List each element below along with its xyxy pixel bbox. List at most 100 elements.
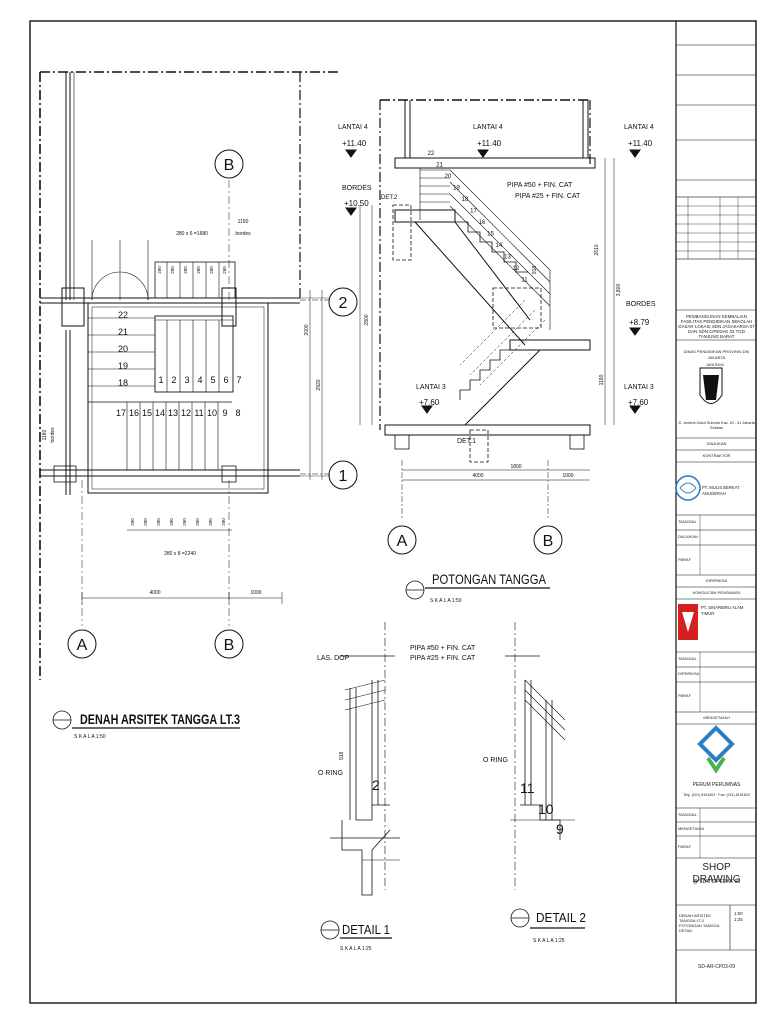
plan-step-lower-3: 14 — [155, 408, 165, 418]
tb-paraf-1: PARAF — [678, 557, 692, 562]
detail1-step: 2 — [372, 777, 380, 793]
plan-tread-top-2: 280 — [183, 266, 188, 274]
level-lantai4-left: LANTAI 4 — [338, 124, 368, 131]
tb-paraf-2: PARAF — [678, 693, 692, 698]
grid-bubble-b-top — [214, 149, 244, 179]
stair-plan — [39, 71, 358, 730]
detail2-step-9: 9 — [556, 821, 564, 837]
title-block — [675, 44, 757, 951]
section-step-6: 16 — [479, 220, 486, 226]
plan-step-upper-4: 5 — [210, 375, 215, 385]
plan-scale: S K A L A 1:50 — [74, 734, 106, 740]
plan-step-upper-6: 7 — [236, 375, 241, 385]
plan-dim-top-steps: 280 x 6 =1680 — [176, 231, 208, 237]
tb-label-diperiksa: DIPERIKSA — [705, 578, 728, 583]
tb-owner-addr: Jl. Jendral Gatot Subroto Kav. 40 - 41 J… — [678, 421, 755, 430]
level-bordes-upper: BORDES — [342, 185, 372, 192]
plan-tread-bottom-1: 280 — [143, 518, 148, 526]
sheet-border — [29, 20, 757, 1004]
section-step-5: 17 — [470, 209, 477, 215]
detail1-o-ring: O RING — [318, 770, 343, 777]
detail1-dim: 918 — [339, 751, 345, 760]
details-pipe-25: PIPA #25 + FIN. CAT — [410, 655, 476, 662]
plan-tread-top-3: 280 — [196, 266, 201, 274]
grid-bubble-a — [67, 629, 97, 659]
tb-label-konsultan: KONSULTAN PENGAWAS — [692, 590, 741, 595]
tb-perum: PERUM PERUMNAS — [692, 782, 741, 788]
section-step-8: 14 — [496, 243, 503, 249]
perumnas-logo — [697, 725, 735, 763]
dki-jakarta-emblem — [699, 367, 723, 404]
level-lantai4-right-elev: +11.40 — [628, 139, 653, 148]
section-step-1: 21 — [436, 163, 443, 169]
level-lantai3-right-elev: +7.60 — [628, 398, 649, 407]
plan-step-lower-4: 13 — [168, 408, 178, 418]
grid-bubble-1 — [328, 460, 358, 490]
plan-tread-bottom-7: 280 — [221, 518, 226, 526]
section-det2: DET.2 — [381, 195, 398, 201]
plan-step-landing-0: 22 — [118, 310, 128, 320]
level-lantai4-right: LANTAI 4 — [624, 124, 654, 131]
section-step-9: 13 — [504, 255, 511, 261]
plan-dim-right-v2: 2920 — [316, 379, 322, 390]
level-bordes-lower-elev: +8.79 — [629, 318, 650, 327]
section-dim-2800: 2800 — [364, 314, 370, 325]
detail1-scale: S K A L A 1:25 — [340, 946, 372, 952]
plan-step-lower-1: 16 — [129, 408, 139, 418]
plan-step-landing-2: 20 — [118, 344, 128, 354]
section-dim-3800: 3,800 — [616, 284, 622, 297]
plan-step-upper-3: 4 — [197, 375, 202, 385]
plan-dim-right-v1: 2000 — [304, 324, 310, 335]
level-lantai4-mid: LANTAI 4 — [473, 124, 503, 131]
plan-tread-bottom-5: 280 — [195, 518, 200, 526]
tb-sheet-no: SD-AR-CP03-09 — [698, 964, 735, 970]
plan-tread-bottom-4: 280 — [182, 518, 187, 526]
plan-grid-2: 2 — [339, 295, 348, 312]
section-grid-b: B — [543, 533, 554, 550]
tb-label-mengetahui: MENGETAHUI — [703, 715, 730, 720]
section-dim-1800: 1800 — [510, 464, 521, 470]
level-lantai3-right: LANTAI 3 — [624, 384, 654, 391]
level-lantai3-left-elev: +7.60 — [419, 398, 440, 407]
plan-dim-left-sub: bordes — [50, 427, 56, 443]
plan-dim-bottom-steps: 280 x 8 =2240 — [164, 551, 196, 557]
level-bordes-upper-elev: +10.50 — [344, 199, 369, 208]
section-step-11: 11 — [521, 278, 528, 284]
plan-step-upper-2: 3 — [184, 375, 189, 385]
level-lantai3-left: LANTAI 3 — [416, 384, 446, 391]
section-scale: S K A L A 1:50 — [430, 598, 462, 604]
detail1-las-dop: LAS. DOP — [317, 655, 350, 662]
section-step-3: 19 — [453, 186, 460, 192]
tb-diperiksa: DIPERIKSA — [678, 671, 700, 676]
level-lantai4-left-elev: +11.40 — [342, 139, 367, 148]
plan-step-lower-0: 17 — [116, 408, 126, 418]
detail1-title: DETAIL 1 — [342, 922, 390, 937]
tb-tanggal-2: TANGGAL — [678, 656, 697, 661]
tb-mengetahui: MENGETAHUI — [678, 826, 705, 831]
tb-owner-city: JAYA RAYA — [705, 363, 725, 367]
plan-step-lower-7: 10 — [207, 408, 217, 418]
plan-step-upper-1: 2 — [171, 375, 176, 385]
tb-project: PEMBANGUNAN KEMBALIAN FASILITAS PENDIDIK… — [678, 314, 755, 339]
plan-step-lower-5: 12 — [181, 408, 191, 418]
stair-section — [345, 99, 641, 600]
plan-step-upper-5: 6 — [223, 375, 228, 385]
section-title: POTONGAN TANGGA — [432, 571, 547, 587]
section-dim-1000: 1000 — [562, 473, 573, 479]
plan-step-landing-1: 21 — [118, 327, 128, 337]
tb-paraf-3: PARAF — [678, 844, 692, 849]
plan-tread-bottom-3: 280 — [169, 518, 174, 526]
section-step-10: 12 — [513, 266, 520, 272]
tb-diajukan: DIAJUKAN — [678, 534, 698, 539]
level-bordes-lower: BORDES — [626, 301, 656, 308]
tb-sheet-sub: @ SDN CIPEDAK 03 — [692, 879, 741, 885]
plan-step-landing-4: 18 — [118, 378, 128, 388]
tb-tanggal-3: TANGGAL — [678, 812, 697, 817]
detail2-scale: S K A L A 1:25 — [533, 938, 565, 944]
